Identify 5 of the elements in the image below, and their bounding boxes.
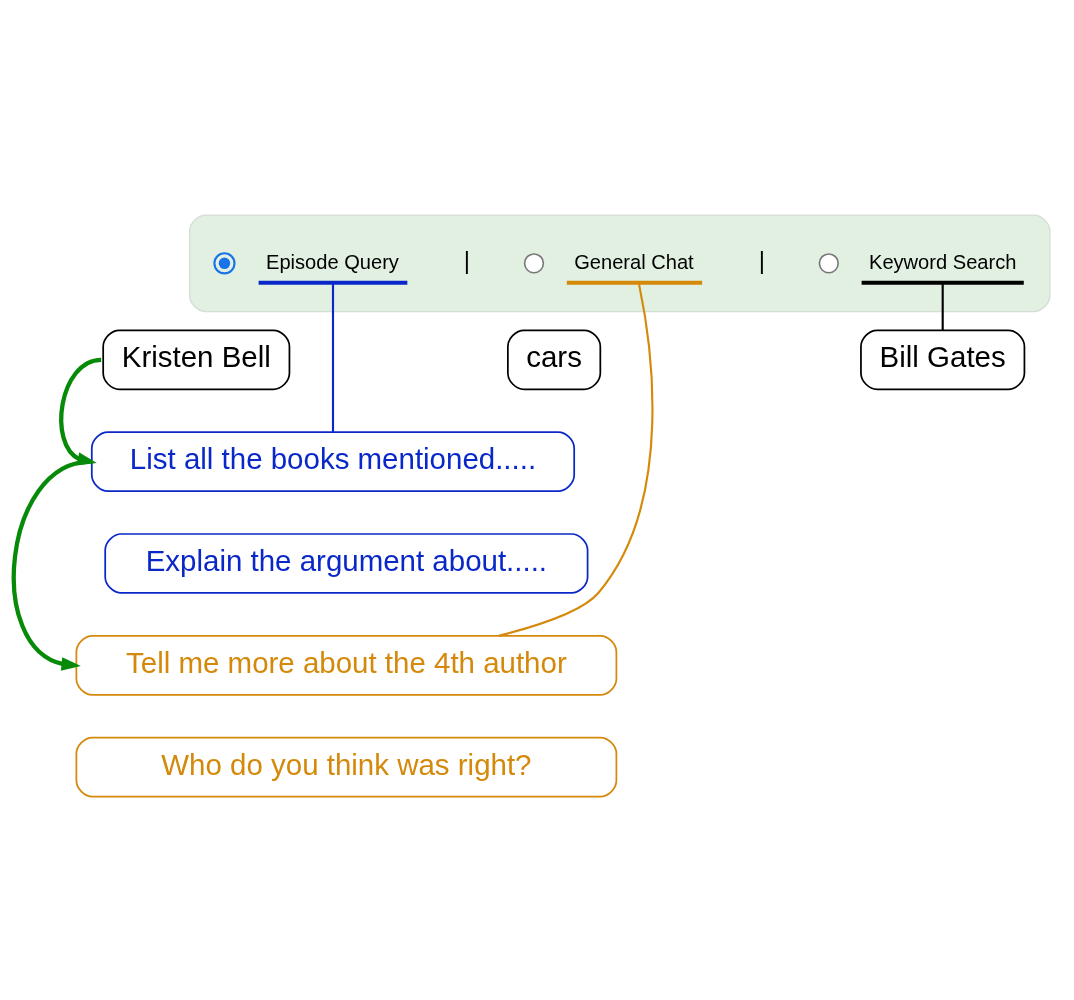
node-text: General Chat bbox=[574, 250, 694, 273]
node-text: Keyword Search bbox=[868, 250, 1017, 273]
node-text: Episode Query bbox=[265, 250, 399, 273]
label: | bbox=[758, 246, 765, 274]
label: | bbox=[463, 246, 471, 274]
